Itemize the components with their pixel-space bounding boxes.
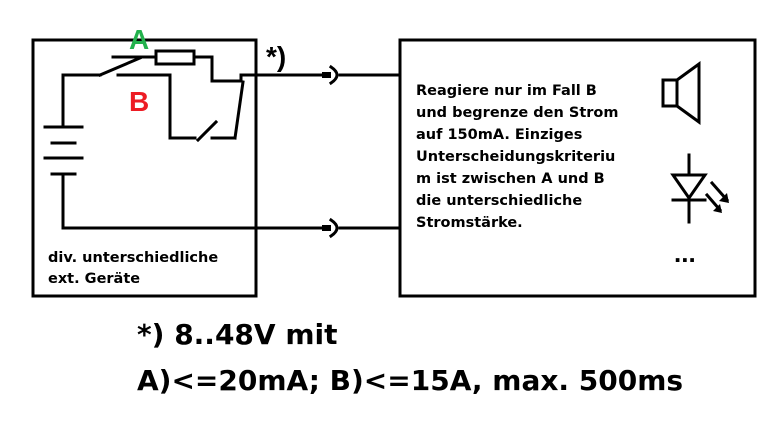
branch-b-switch bbox=[168, 73, 245, 143]
ellipsis: ... bbox=[674, 238, 696, 268]
receiver-text-line: und begrenze den Strom bbox=[416, 105, 618, 121]
receiver-box bbox=[398, 38, 757, 298]
battery-icon bbox=[43, 73, 84, 230]
asterisk-marker: *) bbox=[266, 41, 286, 72]
receiver-text-line: Stromstärke. bbox=[416, 215, 523, 231]
resistor-icon bbox=[154, 49, 243, 83]
footnote-line-2: A)<=20mA; B)<=15A, max. 500ms bbox=[137, 364, 683, 397]
switch-icon bbox=[98, 55, 172, 77]
receiver-description: Reagiere nur im Fall B und begrenze den … bbox=[416, 83, 618, 231]
device-box bbox=[31, 38, 258, 298]
speaker-icon bbox=[661, 61, 701, 125]
receiver-text-line: Reagiere nur im Fall B bbox=[416, 83, 597, 99]
connector-bottom bbox=[322, 217, 339, 239]
receiver-text-line: auf 150mA. Einziges bbox=[416, 127, 582, 143]
led-icon bbox=[670, 153, 730, 224]
receiver-text-line: m ist zwischen A und B bbox=[416, 171, 605, 187]
receiver-text-line: Unterscheidungskriteriu bbox=[416, 149, 615, 165]
connector-top bbox=[322, 64, 339, 86]
switch-a-label: A bbox=[129, 24, 149, 55]
footnote-line-1: *) 8..48V mit bbox=[137, 318, 337, 351]
device-box-label-2: ext. Geräte bbox=[48, 271, 140, 287]
switch-b-label: B bbox=[129, 86, 149, 117]
device-box-label-1: div. unterschiedliche bbox=[48, 250, 218, 266]
receiver-text-line: die unterschiedliche bbox=[416, 193, 582, 209]
